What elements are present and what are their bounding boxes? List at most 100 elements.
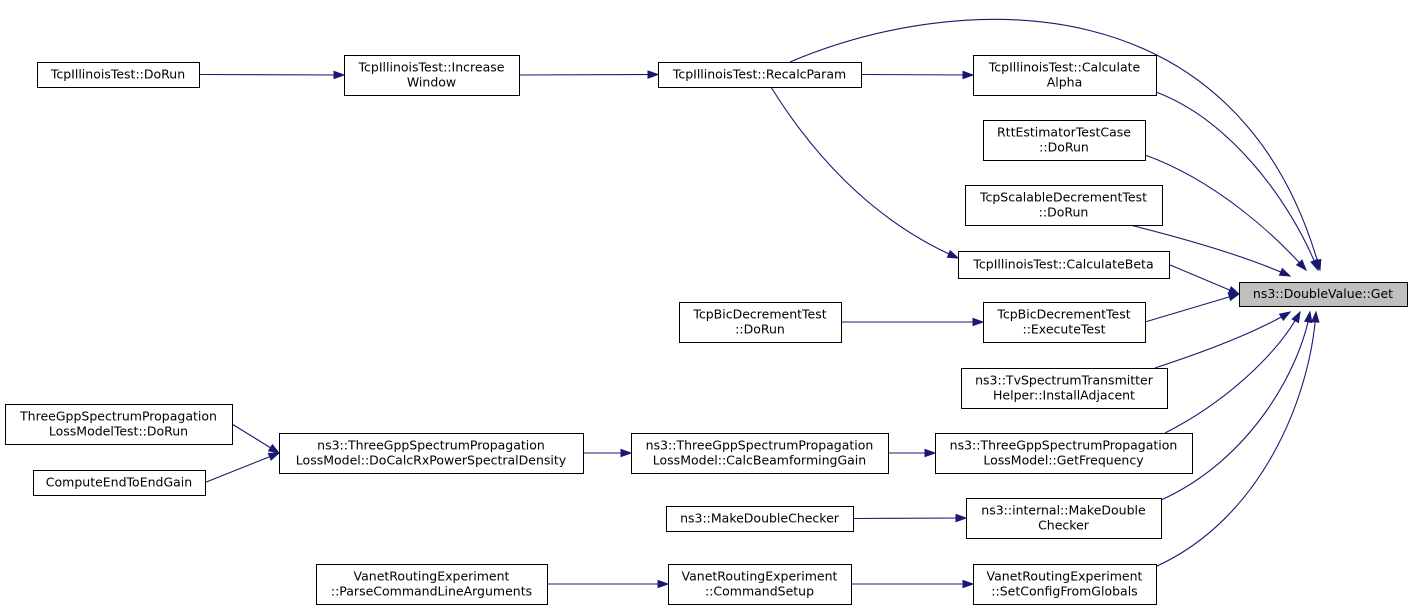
node-label: VanetRoutingExperiment bbox=[987, 569, 1143, 584]
nodes-layer: ns3::DoubleValue::Get TcpIllinoisTest::Ca… bbox=[5, 55, 1408, 605]
arrowhead-setConfig-to-get bbox=[1310, 310, 1320, 323]
node-box bbox=[973, 564, 1157, 605]
node-box bbox=[37, 62, 200, 88]
node-box bbox=[316, 564, 548, 605]
node-label: ::CommandSetup bbox=[705, 584, 814, 599]
node-makeDoubleInternal[interactable]: ns3::internal::MakeDoubleChecker bbox=[966, 498, 1162, 539]
arrowhead-doCalcRx-to-calcBeamforming bbox=[620, 448, 633, 458]
node-label: Window bbox=[407, 75, 456, 90]
node-box bbox=[961, 368, 1168, 409]
node-label: ::ParseCommandLineArguments bbox=[331, 584, 532, 599]
node-box bbox=[344, 55, 520, 96]
node-label: Alpha bbox=[1047, 75, 1083, 90]
node-computeE2E[interactable]: ComputeEndToEndGain bbox=[33, 470, 206, 496]
arrowhead-illinoisDoRun-to-increaseWindow bbox=[333, 70, 346, 80]
node-threeGppTestDoRun[interactable]: ThreeGppSpectrumPropagationLossModelTest… bbox=[5, 404, 233, 445]
node-label: ns3::MakeDoubleChecker bbox=[680, 511, 840, 526]
node-box bbox=[958, 251, 1170, 279]
node-label: LossModel::DoCalcRxPowerSpectralDensity bbox=[296, 453, 567, 468]
node-label: ComputeEndToEndGain bbox=[46, 475, 192, 490]
node-label: TcpBicDecrementTest bbox=[996, 307, 1130, 322]
node-label: ::DoRun bbox=[735, 322, 785, 337]
node-label: ns3::ThreeGppSpectrumPropagation bbox=[646, 438, 874, 453]
node-get[interactable]: ns3::DoubleValue::Get bbox=[1239, 282, 1408, 307]
node-calcBeta[interactable]: TcpIllinoisTest::CalculateBeta bbox=[958, 251, 1170, 279]
edge-rttDoRun-to-get bbox=[1144, 154, 1307, 271]
edge-tvInstall-to-get bbox=[1154, 311, 1291, 369]
node-label: ns3::TvSpectrumTransmitter bbox=[975, 373, 1154, 388]
node-label: TcpIllinoisTest::RecalcParam bbox=[672, 67, 846, 82]
node-tvInstall[interactable]: ns3::TvSpectrumTransmitterHelper::Instal… bbox=[961, 368, 1168, 409]
edge-computeE2E-to-doCalcRx bbox=[204, 452, 280, 484]
arrowhead-tvInstall-to-get bbox=[1278, 311, 1292, 322]
arrowhead-getFrequency-to-get bbox=[1291, 310, 1301, 324]
node-label: ns3::ThreeGppSpectrumPropagation bbox=[317, 438, 545, 453]
node-box bbox=[666, 506, 854, 532]
node-label: LossModelTest::DoRun bbox=[49, 424, 188, 439]
node-scalableDoRun[interactable]: TcpScalableDecrementTest::DoRun bbox=[965, 185, 1163, 226]
node-label: TcpIllinoisTest::Increase bbox=[358, 60, 505, 75]
arrowhead-calcBeamforming-to-getFrequency bbox=[924, 448, 937, 458]
node-bicDoRun[interactable]: TcpBicDecrementTest::DoRun bbox=[679, 302, 842, 343]
node-label: LossModel::CalcBeamformingGain bbox=[653, 453, 866, 468]
node-commandSetup[interactable]: VanetRoutingExperiment::CommandSetup bbox=[668, 564, 852, 605]
node-getFrequency[interactable]: ns3::ThreeGppSpectrumPropagationLossMode… bbox=[935, 433, 1193, 474]
node-parseArgs[interactable]: VanetRoutingExperiment::ParseCommandLine… bbox=[316, 564, 548, 605]
node-box bbox=[679, 302, 842, 343]
node-label: TcpIllinoisTest::Calculate bbox=[988, 60, 1141, 75]
node-label: ns3::ThreeGppSpectrumPropagation bbox=[950, 438, 1178, 453]
edge-scalableDoRun-to-get bbox=[1129, 224, 1291, 277]
edge-setConfig-to-get bbox=[1154, 311, 1317, 568]
node-label: LossModel::GetFrequency bbox=[983, 453, 1144, 468]
edge-makeDoubleInternal-to-get bbox=[1160, 311, 1311, 501]
node-label: ns3::internal::MakeDouble bbox=[981, 503, 1146, 518]
node-label: ThreeGppSpectrumPropagation bbox=[19, 409, 217, 424]
edge-illinoisDoRun-to-increaseWindow bbox=[198, 73, 345, 76]
edge-increaseWindow-to-recalcParam bbox=[518, 73, 659, 76]
node-label: ::DoRun bbox=[1039, 140, 1089, 155]
node-box bbox=[658, 62, 862, 88]
node-makeDoubleChecker[interactable]: ns3::MakeDoubleChecker bbox=[666, 506, 854, 532]
node-label: ::SetConfigFromGlobals bbox=[991, 584, 1137, 599]
arrowhead-increaseWindow-to-recalcParam bbox=[647, 70, 660, 79]
arrowhead-threeGppTestDoRun-to-doCalcRx bbox=[267, 443, 281, 454]
arrowhead-bicDoRun-to-bicExecute bbox=[972, 317, 985, 327]
edge-recalcParam-to-calcBeta bbox=[770, 86, 959, 259]
node-setConfig[interactable]: VanetRoutingExperiment::SetConfigFromGlo… bbox=[973, 564, 1157, 605]
node-label: Checker bbox=[1038, 518, 1090, 533]
arrowhead-recalcParam-to-calcBeta bbox=[946, 249, 960, 259]
node-box bbox=[279, 433, 584, 474]
edge-recalcParam-to-get bbox=[789, 18, 1321, 271]
node-rttDoRun[interactable]: RttEstimatorTestCase::DoRun bbox=[983, 120, 1146, 161]
node-box bbox=[966, 498, 1162, 539]
node-recalcParam[interactable]: TcpIllinoisTest::RecalcParam bbox=[658, 62, 862, 88]
arrowhead-makeDoubleInternal-to-get bbox=[1303, 310, 1313, 324]
node-illinoisDoRun[interactable]: TcpIllinoisTest::DoRun bbox=[37, 62, 200, 88]
edge-bicExecute-to-get bbox=[1144, 293, 1240, 323]
node-box bbox=[631, 433, 889, 474]
edges-layer bbox=[198, 18, 1322, 589]
arrowhead-commandSetup-to-setConfig bbox=[962, 579, 975, 589]
node-doCalcRx[interactable]: ns3::ThreeGppSpectrumPropagationLossMode… bbox=[279, 433, 584, 474]
node-box bbox=[5, 404, 233, 445]
node-label: TcpIllinoisTest::CalculateBeta bbox=[972, 257, 1153, 272]
arrowhead-makeDoubleChecker-to-makeDoubleInternal bbox=[955, 513, 968, 523]
node-label: Helper::InstallAdjacent bbox=[993, 388, 1135, 403]
node-bicExecute[interactable]: TcpBicDecrementTest::ExecuteTest bbox=[983, 302, 1146, 343]
node-box bbox=[973, 55, 1157, 96]
node-label: TcpScalableDecrementTest bbox=[979, 190, 1147, 205]
arrowhead-rttDoRun-to-get bbox=[1295, 259, 1307, 272]
edge-calcBeta-to-get bbox=[1168, 263, 1240, 295]
node-calcBeamforming[interactable]: ns3::ThreeGppSpectrumPropagationLossMode… bbox=[631, 433, 889, 474]
edge-calcAlpha-to-get bbox=[1155, 91, 1319, 271]
edge-getFrequency-to-get bbox=[1164, 311, 1301, 434]
node-box bbox=[935, 433, 1193, 474]
arrowhead-bicExecute-to-get bbox=[1227, 292, 1241, 302]
arrowhead-calcAlpha-to-get bbox=[1310, 258, 1319, 272]
arrowhead-scalableDoRun-to-get bbox=[1278, 267, 1292, 277]
node-label: TcpBicDecrementTest bbox=[692, 307, 826, 322]
arrowhead-recalcParam-to-calcAlpha bbox=[962, 70, 975, 80]
